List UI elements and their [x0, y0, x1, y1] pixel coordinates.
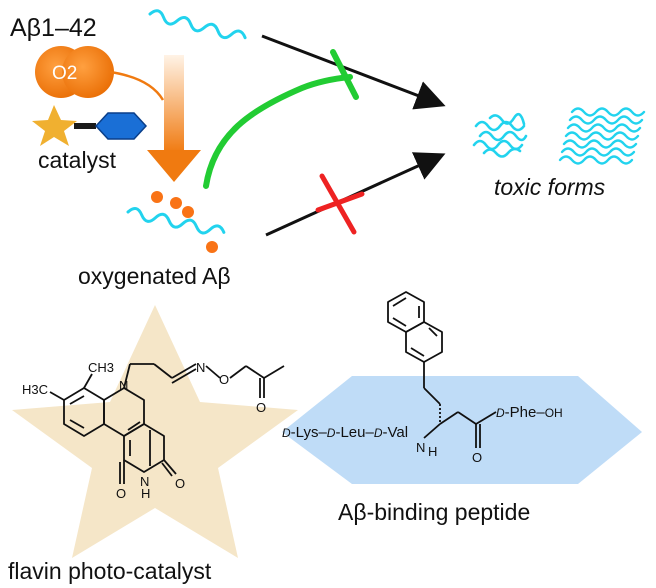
catalyst-label: catalyst: [38, 147, 117, 173]
flavin-h-label: H: [141, 486, 150, 501]
flavin-n-label: N: [140, 474, 149, 489]
ring-n-label: N: [119, 378, 128, 393]
peptide-h-label: H: [428, 444, 437, 459]
catalyst-hexagon-icon: [94, 112, 148, 140]
toxic-oligomer-icon: [472, 112, 528, 158]
inhibition-curve: [203, 49, 359, 189]
abeta-label: Aβ1–42: [10, 14, 97, 42]
peptide-hexagon-background: [282, 376, 642, 484]
block-x-icon: [315, 173, 365, 235]
toxic-forms-label: toxic forms: [494, 174, 606, 200]
o2-feed-line: [109, 70, 165, 101]
biphenyl-structure: [387, 291, 497, 448]
methyl-top-label: CH3: [88, 360, 114, 375]
peptide-n-label: N: [416, 440, 425, 455]
oxime-o-label: O: [219, 372, 229, 387]
flavin-structure: [49, 363, 285, 484]
oxygenated-label: oxygenated Aβ: [78, 263, 231, 289]
flavin-o-left-label: O: [116, 486, 126, 501]
catalyst-icon: [32, 105, 148, 146]
o2-label: O2: [52, 63, 77, 84]
abeta-wave: [148, 9, 247, 40]
ester-o-label: O: [256, 400, 266, 415]
binding-peptide-label: Aβ-binding peptide: [338, 499, 530, 525]
o2-molecule: O2: [35, 46, 114, 98]
peptide-carbonyl-o-label: O: [472, 450, 482, 465]
flavin-o-right-label: O: [175, 476, 185, 491]
oxime-n-label: N: [196, 360, 205, 375]
phe-terminal: D-Phe–OH: [496, 404, 563, 421]
peptide-sequence: D-Lys–D-Leu–D-Val: [282, 424, 408, 441]
oxygenated-abeta-wave: [126, 207, 226, 235]
methyl-left-label: H3C: [22, 382, 48, 397]
flavin-label: flavin photo-catalyst: [8, 558, 212, 584]
oxygenation-arrow: [147, 55, 201, 182]
oxygen-dots: [151, 191, 218, 253]
toxic-fibril-icon: [558, 107, 646, 165]
aggregation-arrow-top: [261, 34, 446, 110]
catalyst-star-icon: [32, 105, 77, 146]
